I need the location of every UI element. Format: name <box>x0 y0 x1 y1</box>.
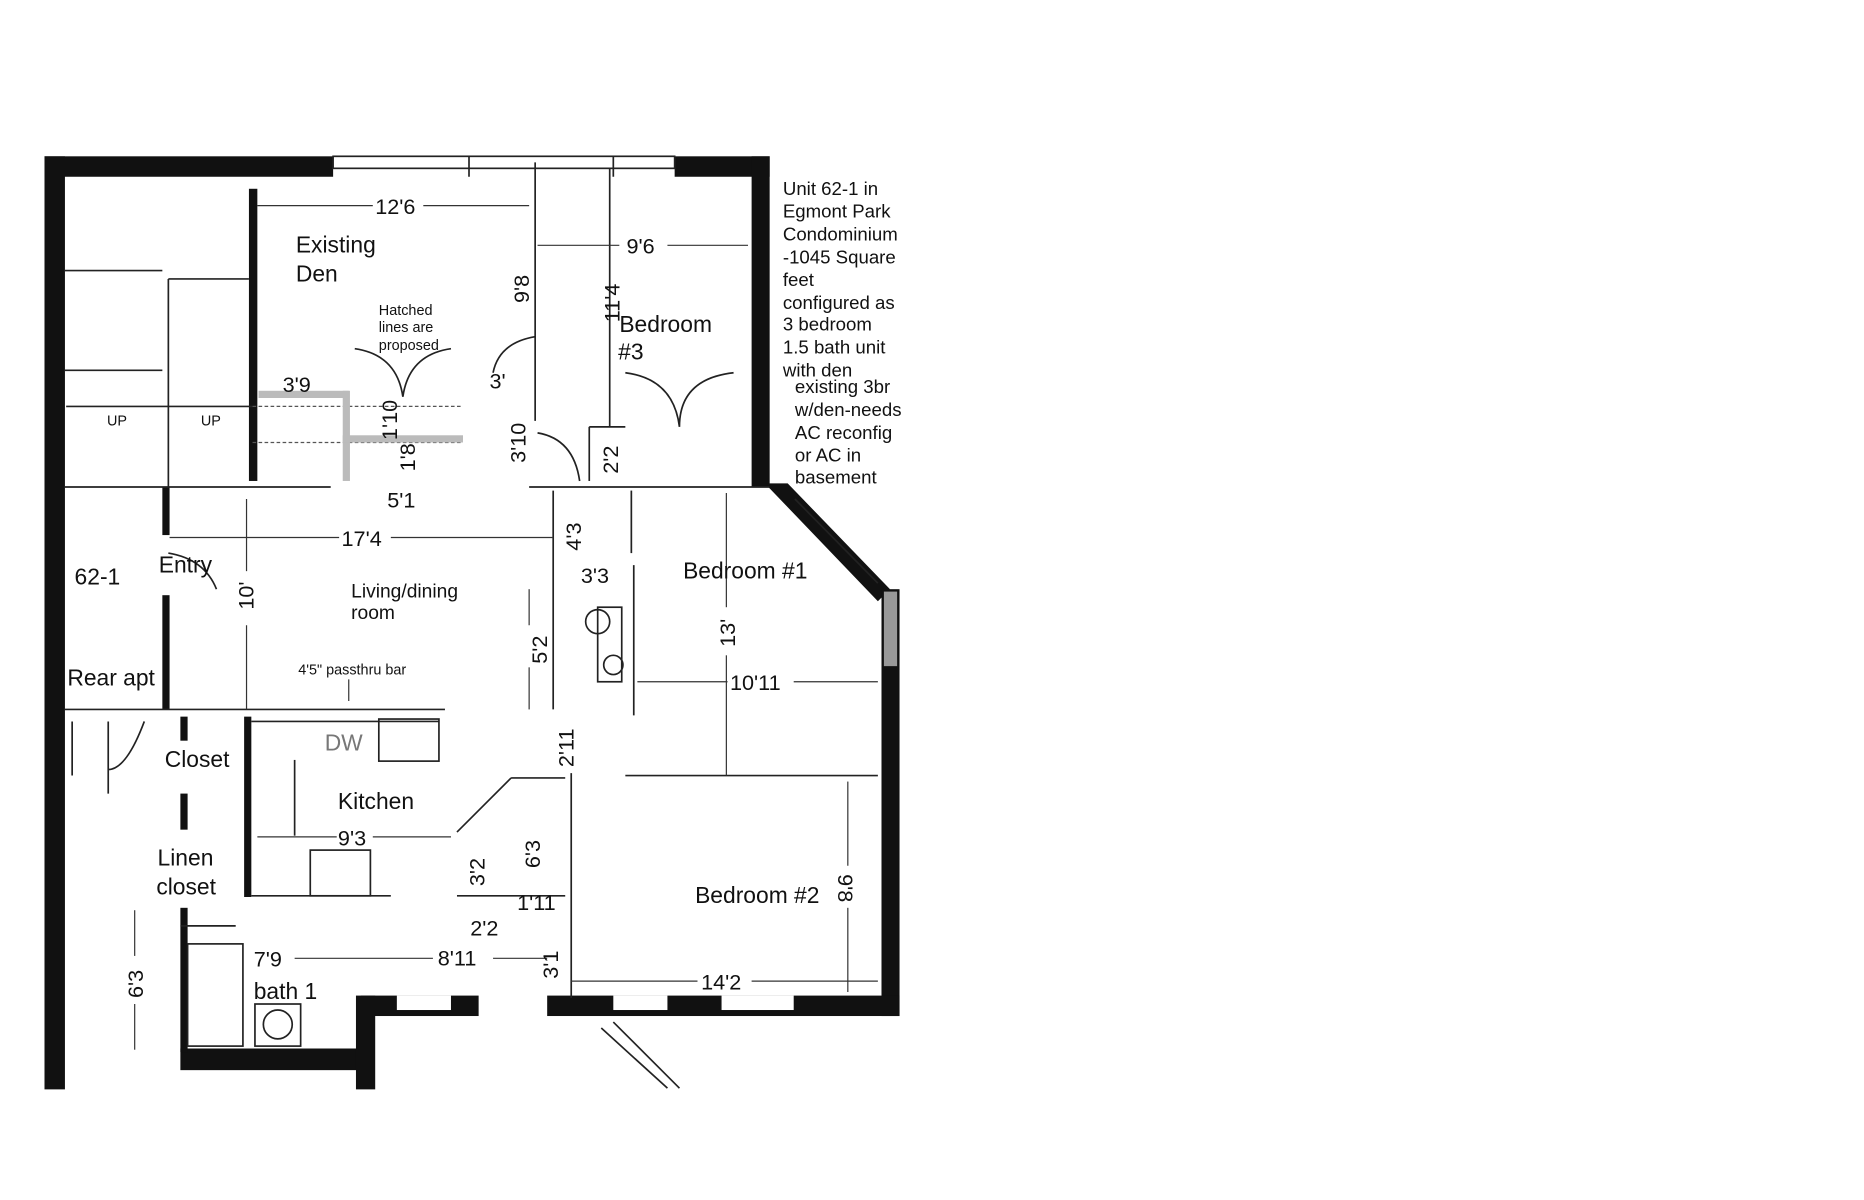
dimension-label: 10' <box>234 581 259 609</box>
windows <box>332 155 879 1089</box>
dimension-label: 9'8 <box>833 874 858 902</box>
existing-note-line: w/den-needs <box>794 399 902 420</box>
room-label-bedroom-3: #3 <box>618 339 643 365</box>
description-line: feet <box>783 269 815 290</box>
dimension-label: 3'9 <box>283 372 311 397</box>
passthru-note: 4'5" passthru bar <box>298 663 406 679</box>
room-label-kitchen: Kitchen <box>338 788 414 814</box>
dimension-label: 7'9 <box>254 947 282 972</box>
dimension-lines <box>134 205 878 1050</box>
dimension-label: 14'2 <box>701 970 741 995</box>
dimension-label: 9'3 <box>338 825 366 850</box>
unit-description: Unit 62-1 in Egmont Park Condominium -10… <box>782 178 902 488</box>
description-line: Egmont Park <box>783 201 891 222</box>
room-label-bath-1: bath 1 <box>254 978 317 1004</box>
dimension-label: 5'2 <box>527 636 552 664</box>
room-label-closet: Closet <box>165 746 230 772</box>
dimension-label: 2'2 <box>598 446 623 474</box>
dimension-label: 1'11 <box>517 890 556 915</box>
dimension-label: 13' <box>715 619 740 647</box>
dimension-label: 11'4 <box>599 284 624 323</box>
unit-label: 62-1 <box>75 563 121 589</box>
dimension-label: 10'11 <box>730 670 781 695</box>
dimension-labels: 12'6 9'8 9'6 11'4 3'9 3' 1'10 1'8 3'10 2… <box>123 194 858 998</box>
stairs-up-label: UP <box>107 414 127 430</box>
existing-note-line: or AC in <box>795 445 861 466</box>
hatched-note: lines are <box>379 320 433 336</box>
room-label-bedroom-3: Bedroom <box>619 311 712 337</box>
stairs-up-label: UP <box>201 414 221 430</box>
room-label-living-dining: Living/dining <box>351 582 458 603</box>
dimension-label: 9'6 <box>627 234 655 259</box>
dimension-label: 3'1 <box>538 951 563 979</box>
description-line: configured as <box>783 292 895 313</box>
dimension-label: 8'11 <box>438 946 477 971</box>
interior-lines <box>64 162 878 1047</box>
dimension-label: 6'3 <box>520 840 545 868</box>
dimension-label: 3'3 <box>581 563 609 588</box>
dimension-label: 5'1 <box>387 487 415 512</box>
hatched-note: proposed <box>379 338 439 354</box>
room-label-entry: Entry <box>159 551 213 577</box>
dimension-label: 3'2 <box>465 858 490 886</box>
room-label-living-dining: room <box>351 603 395 624</box>
hatched-note: Hatched <box>379 303 433 319</box>
room-labels: Existing Den Bedroom #3 Bedroom #1 Bedro… <box>67 232 819 1005</box>
dimension-label: 3' <box>489 368 505 393</box>
dimension-label: 9'8 <box>509 275 534 303</box>
room-label-existing-den: Den <box>296 260 338 286</box>
description-line: -1045 Square <box>783 246 896 267</box>
room-label-rear-apt: Rear apt <box>67 664 155 690</box>
dimension-label: 4'3 <box>561 523 586 551</box>
room-label-linen-closet: Linen <box>158 845 214 871</box>
dimension-label: 2'2 <box>470 915 498 940</box>
description-line: Unit 62-1 in <box>783 178 878 199</box>
dimension-label: 1'8 <box>395 443 420 471</box>
dishwasher-label: DW <box>325 729 363 755</box>
existing-note-line: basement <box>795 466 878 487</box>
room-label-existing-den: Existing <box>296 232 376 258</box>
dimension-label: 12'6 <box>375 194 415 219</box>
room-label-bedroom-1: Bedroom #1 <box>683 557 807 583</box>
description-line: with den <box>782 359 852 380</box>
room-label-linen-closet: closet <box>156 874 216 900</box>
existing-note-line: AC reconfig <box>795 422 892 443</box>
annotations: Hatched lines are proposed 4'5" passthru… <box>298 303 439 679</box>
room-label-bedroom-2: Bedroom #2 <box>695 882 819 908</box>
existing-note-line: existing 3br <box>795 376 890 397</box>
dimension-label: 3'10 <box>506 423 531 463</box>
description-line: 1.5 bath unit <box>783 337 886 358</box>
description-line: 3 bedroom <box>783 314 872 335</box>
description-line: Condominium <box>783 223 898 244</box>
dimension-label: 2'11 <box>554 729 579 768</box>
dimension-label: 6'3 <box>123 970 148 998</box>
dimension-label: 17'4 <box>342 526 382 551</box>
dimension-label: 1'10 <box>377 400 402 440</box>
